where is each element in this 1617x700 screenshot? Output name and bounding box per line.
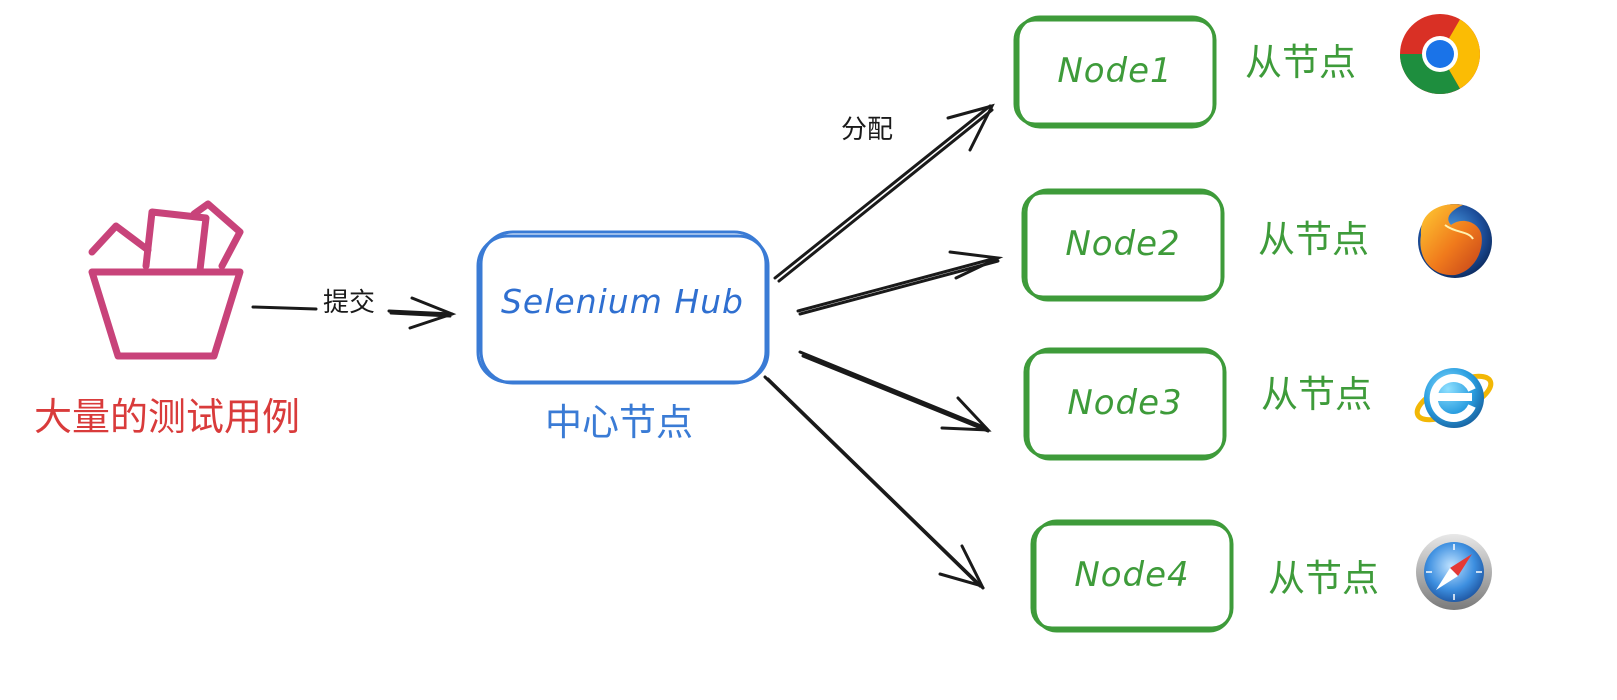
hub-box — [476, 230, 770, 385]
node4-box — [1030, 519, 1234, 633]
node3-name: Node3 — [1067, 383, 1183, 423]
test-cases-label: 大量的测试用例 — [34, 395, 301, 439]
internet-explorer-icon — [1414, 368, 1494, 428]
assign-edge-node1 — [773, 103, 995, 283]
node1-role: 从节点 — [1245, 41, 1356, 84]
node1-box — [1013, 15, 1217, 129]
node3-role: 从节点 — [1261, 373, 1372, 416]
node2-box — [1021, 188, 1225, 302]
submit-edge-label: 提交 — [321, 288, 378, 318]
firefox-icon — [1418, 204, 1492, 278]
assign-edge-node3 — [798, 350, 992, 433]
node3-box — [1023, 347, 1227, 461]
hub-name: Selenium Hub — [500, 282, 745, 321]
chrome-icon — [1400, 14, 1480, 94]
assign-edge-node4 — [763, 375, 985, 590]
node4-role: 从节点 — [1268, 557, 1379, 600]
assign-edge-node2 — [796, 250, 1004, 316]
folder-cards-icon — [88, 200, 244, 360]
node4-name: Node4 — [1074, 555, 1190, 595]
node2-role: 从节点 — [1258, 218, 1369, 261]
node2-name: Node2 — [1065, 224, 1181, 264]
hub-caption: 中心节点 — [545, 401, 693, 444]
safari-icon — [1416, 534, 1492, 610]
node1-name: Node1 — [1057, 51, 1173, 91]
submit-edge — [251, 296, 457, 330]
assign-edge-label: 分配 — [839, 115, 896, 145]
